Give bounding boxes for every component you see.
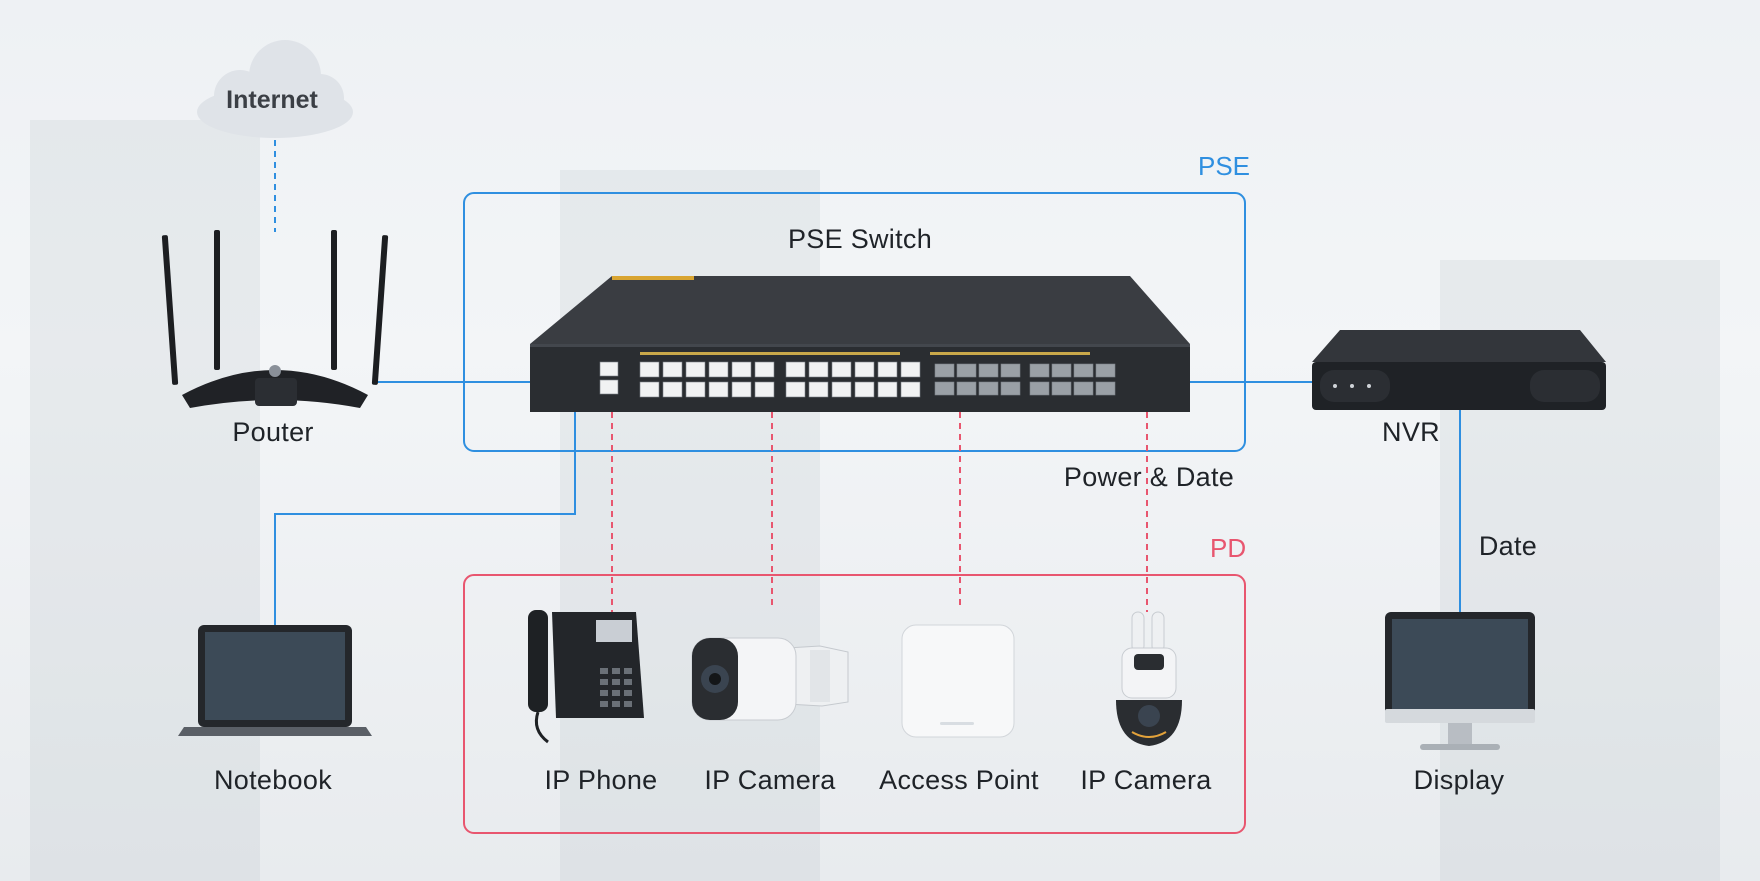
ptz-camera-icon [1116,611,1182,746]
phone-key [600,679,608,685]
sfp-port [1095,381,1116,396]
sfp-port [1029,363,1050,378]
rj45-port [662,361,683,378]
sfp-port [1073,381,1094,396]
phone-key [612,668,620,674]
sfp-port [956,363,977,378]
monitor-icon [1385,612,1535,750]
rj45-port [854,361,875,378]
sfp-port [1051,363,1072,378]
sfp-port [1095,363,1116,378]
phone-key [624,701,632,707]
rj45-port [708,361,729,378]
rj45-port [685,361,706,378]
rj45-port [877,381,898,398]
sfp-port [956,381,977,396]
switch-ports [599,361,1116,398]
rj45-port [662,381,683,398]
node-label-ip-camera-2: IP Camera [1080,765,1212,795]
phone-key [612,679,620,685]
edge-label-nvr-display: Date [1478,531,1538,561]
pd-group-label: PD [1210,533,1247,563]
background-building [30,120,260,881]
sfp-port [978,381,999,396]
sfp-port [1051,381,1072,396]
poe-switch-icon [530,276,1190,412]
rj45-port [685,381,706,398]
rj45-port [708,381,729,398]
pse-group-box [463,192,1246,452]
rj45-port [639,361,660,378]
rj45-port [639,381,660,398]
bullet-camera-icon [691,637,849,721]
node-label-notebook: Notebook [214,765,332,795]
rj45-port [785,381,806,398]
phone-key [600,668,608,674]
rj45-port [731,361,752,378]
node-label-nvr: NVR [1382,417,1440,447]
rj45-port [900,361,921,378]
sfp-port [1000,363,1021,378]
phone-key [624,679,632,685]
sfp-port [1000,381,1021,396]
ip-phone-icon [528,610,644,744]
edge-label-power-data: Power & Date [1063,462,1235,492]
rj45-port [599,379,619,395]
node-label-ip-phone: IP Phone [544,765,658,795]
phone-key [600,690,608,696]
sfp-port [934,381,955,396]
access-point-icon [901,624,1015,738]
sfp-port [1029,381,1050,396]
phone-key [612,690,620,696]
phone-key [624,668,632,674]
node-label-display: Display [1413,765,1505,795]
rj45-port [599,361,619,377]
rj45-port [754,381,775,398]
rj45-port [785,361,806,378]
node-label-ip-camera-1: IP Camera [704,765,836,795]
pse-group-label: PSE [1198,151,1251,181]
cloud-icon [197,40,353,138]
rj45-port [877,361,898,378]
sfp-port [978,363,999,378]
sfp-port [934,363,955,378]
rj45-port [900,381,921,398]
nvr-icon [1312,330,1606,410]
rj45-port [854,381,875,398]
rj45-port [808,381,829,398]
phone-key [612,701,620,707]
node-label-access-point: Access Point [879,765,1039,795]
rj45-port [831,361,852,378]
sfp-port [1073,363,1094,378]
node-label-router: Pouter [232,417,314,447]
switch-notebook-link [274,412,576,625]
rj45-port [754,361,775,378]
rj45-port [731,381,752,398]
router-icon [161,230,389,408]
phone-key [624,690,632,696]
pd-group-box [463,574,1246,834]
rj45-port [808,361,829,378]
rj45-port [831,381,852,398]
phone-key [600,701,608,707]
laptop-icon [178,625,372,736]
node-label-pse-switch: PSE Switch [787,224,933,254]
node-label-internet: Internet [226,86,318,114]
phone-keypad [600,668,632,707]
